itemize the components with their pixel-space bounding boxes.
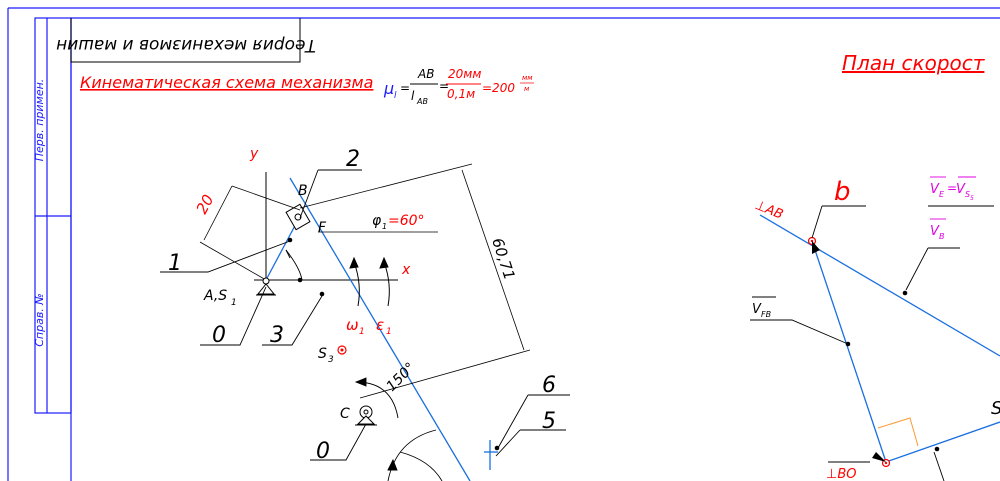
label-vfb: V: [752, 302, 762, 317]
scale-mu: μ: [383, 79, 394, 98]
label-point-s3: S: [318, 346, 327, 362]
velocity-label-vfb: V FB: [752, 296, 776, 319]
scale-unit-den: м: [524, 85, 530, 93]
label-vb: V: [930, 224, 940, 239]
link-3-rocker: [289, 177, 471, 481]
label-link-2: 2: [346, 147, 360, 172]
epsilon-symbol: ε: [376, 316, 384, 334]
velocity-label-b: b: [834, 177, 851, 207]
scale-val-num: 20мм: [448, 67, 481, 81]
label-link-1: 1: [168, 251, 182, 276]
label-ground-0a: 0: [212, 323, 226, 348]
velocity-points: [845, 290, 940, 452]
stamp-title: Теория механизмов и машин: [56, 35, 316, 55]
scheme-heading: Кинематическая схема механизма: [80, 73, 373, 92]
label-ground-0b: 0: [316, 439, 330, 464]
dim-20-label: 20: [193, 192, 218, 217]
omega-epsilon-arrows: [349, 256, 390, 307]
omega-symbol: ω: [346, 316, 359, 334]
epsilon-sub: 1: [386, 327, 392, 337]
angle-150-label: 150°: [384, 360, 419, 395]
label-point-s3-sub: 3: [328, 355, 334, 365]
joint-points: [287, 237, 500, 451]
velocity-vectors: [759, 214, 1000, 463]
scale-formula: μ l = AB l AB = 20мм 0,1м =200 мм м: [383, 67, 534, 106]
omega-epsilon-labels: ω 1 ε 1: [346, 316, 392, 337]
label-point-f: F: [318, 220, 327, 236]
velocity-leaders: [750, 205, 994, 481]
y-axis-label: y: [249, 146, 259, 162]
link-1-crank: [265, 219, 299, 281]
label-vs: V: [956, 182, 966, 197]
scale-den-sub: AB: [416, 97, 428, 106]
side-label-top: Перв. примен.: [33, 79, 46, 162]
velocity-arrowheads: [812, 241, 886, 462]
phi-sub: 1: [382, 222, 387, 231]
scale-eq-mid: =: [439, 79, 449, 93]
label-point-c: C: [340, 406, 350, 422]
velocity-edge-char: S: [991, 398, 1000, 419]
label-link-6: 6: [542, 373, 556, 398]
omega-sub: 1: [359, 327, 365, 337]
slider-5-6: [484, 440, 498, 470]
label-point-a: A,S: [203, 288, 227, 304]
x-axis-label: x: [401, 262, 411, 278]
slider-block: [285, 203, 311, 231]
label-point-b: B: [298, 183, 308, 199]
label-vfb-sub: FB: [761, 310, 771, 319]
label-eq: =: [947, 181, 957, 195]
label-link-3: 3: [270, 323, 284, 348]
label-vs-sub: S: [965, 190, 970, 199]
stamp-box: [70, 18, 301, 63]
velocity-plan-heading: План скорост: [842, 51, 986, 75]
pivot-c-support: [355, 405, 377, 426]
label-ve: V: [930, 182, 940, 197]
angle-150-arc: [354, 377, 399, 419]
label-ve-sub: E: [939, 190, 945, 199]
phi-symbol: φ: [372, 213, 382, 229]
pivot-a-support: [256, 277, 276, 296]
velocity-label-ve-vs: V E = V S 5: [930, 176, 976, 202]
label-link-5: 5: [542, 409, 556, 434]
dimension-20: [199, 185, 301, 281]
sheet-frame: [7, 7, 1000, 481]
label-vb-sub: B: [939, 232, 945, 241]
scale-den: l: [411, 89, 415, 103]
scale-mu-sub: l: [394, 91, 397, 101]
velocity-label-vb: V B: [930, 218, 946, 241]
scale-eq1: =: [400, 81, 410, 95]
side-label-bottom: Справ. №: [33, 293, 46, 347]
phi-value: =60°: [388, 213, 425, 229]
scale-val-den: 0,1м: [447, 87, 475, 101]
scale-unit-num: мм: [522, 74, 533, 82]
phi-angle-arc: [285, 249, 303, 281]
velocity-label-perp-bo: ⊥BO: [826, 467, 856, 481]
axes: [254, 172, 398, 292]
phi-label: φ 1 =60°: [318, 213, 438, 233]
label-vs-subsub: 5: [970, 195, 974, 202]
s3-marker: [337, 345, 347, 355]
right-angle-mark: [877, 417, 919, 447]
scale-num: AB: [417, 67, 434, 81]
dimension-6071: [299, 163, 531, 399]
lower-arcs: [387, 429, 443, 481]
scale-result: =200: [482, 81, 515, 95]
label-point-a-sub: 1: [231, 298, 237, 308]
leader-lines: [160, 169, 570, 461]
velocity-label-perp-ab: ⊥AB: [753, 198, 786, 223]
